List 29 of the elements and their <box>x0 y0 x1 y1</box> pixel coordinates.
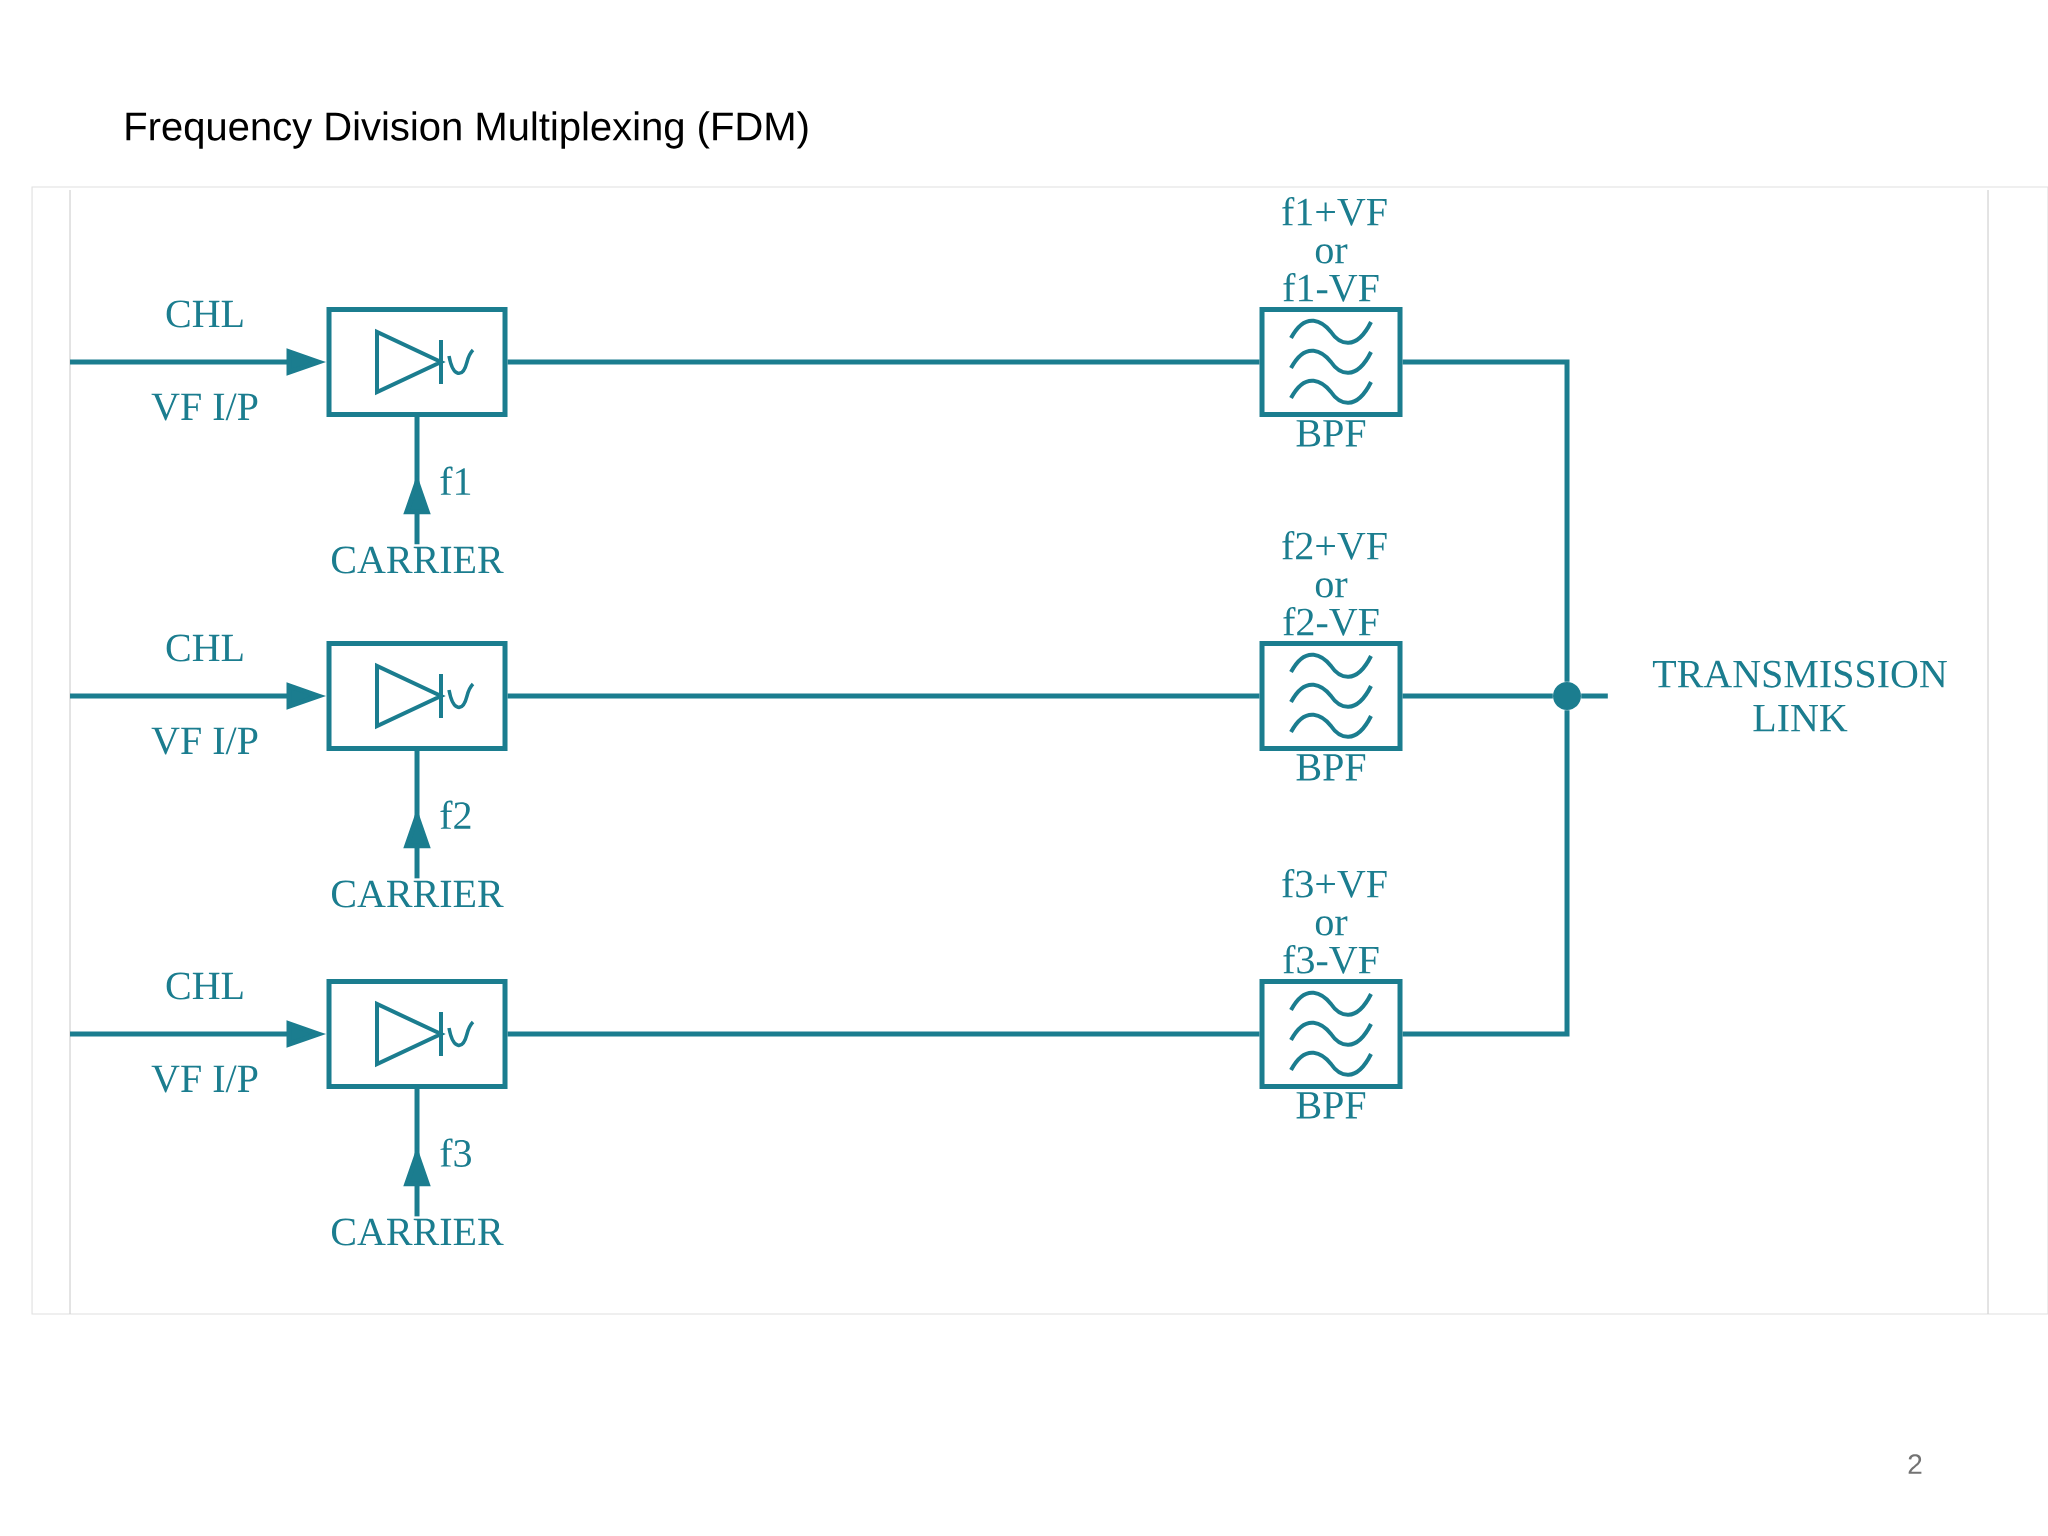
edge-label: f2 <box>440 800 471 829</box>
title: Frequency Division Multiplexing (FDM) <box>126 111 808 149</box>
channel-label: CHL <box>166 972 243 1000</box>
filter-label: f3+VF or f3-VF <box>1282 869 1387 974</box>
link-label: TRANSMISSION LINK <box>1652 660 1947 732</box>
modulator-box <box>326 307 508 417</box>
channel-label: CHL <box>166 300 243 328</box>
filter-label: f1+VF or f1-VF <box>1282 197 1387 302</box>
carrier-label: CARRIER <box>332 880 504 908</box>
modulator-box <box>326 979 508 1089</box>
carrier-label: CARRIER <box>332 546 504 574</box>
edge-label: f1 <box>440 466 471 495</box>
modulator-box <box>326 641 508 751</box>
filter-label: f2+VF or f2-VF <box>1282 531 1387 636</box>
bus-line <box>1402 359 1570 682</box>
channel-label: CHL <box>166 634 243 662</box>
bus-line <box>1402 710 1570 1037</box>
carrier-label: CARRIER <box>332 1218 504 1246</box>
signal-line <box>1402 693 1553 699</box>
page-number: 2 <box>1908 1454 1922 1474</box>
signal-line <box>1581 693 1608 699</box>
signal-line <box>507 359 1260 365</box>
junction-dot <box>1553 682 1581 710</box>
signal-line <box>507 1031 1260 1037</box>
edge-label: f3 <box>440 1138 471 1167</box>
filter-label: BPF <box>1296 754 1366 781</box>
filter-label: BPF <box>1296 420 1366 447</box>
filter-label: BPF <box>1296 1092 1366 1119</box>
signal-line <box>507 693 1260 699</box>
